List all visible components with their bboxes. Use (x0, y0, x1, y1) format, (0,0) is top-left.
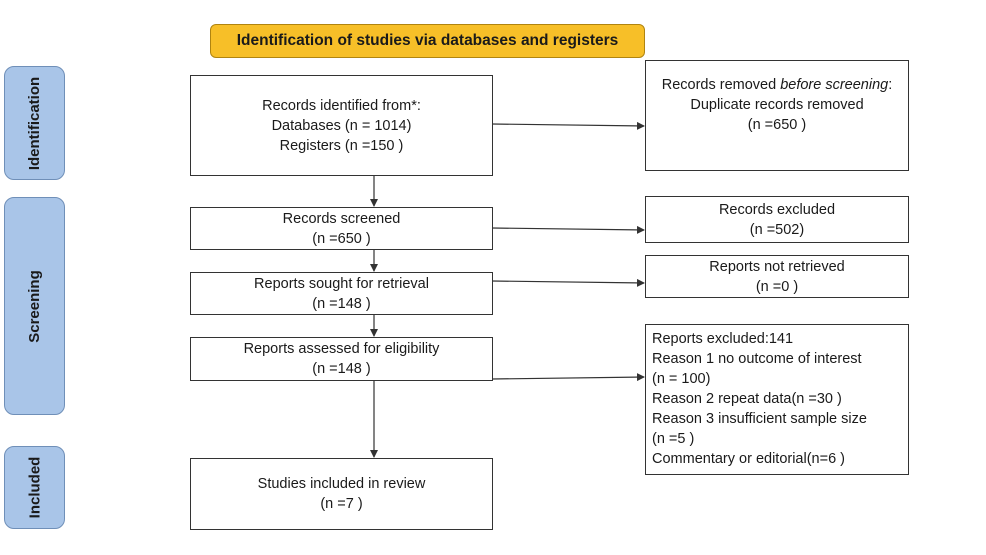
reports-sought-count: (n =148 ) (312, 295, 371, 312)
reports-excluded-line: (n =5 ) (652, 431, 695, 447)
phase-included: Included (4, 446, 65, 529)
records-removed-emph: before screening (780, 77, 889, 93)
records-removed-box: Records removed before screening: Duplic… (645, 60, 909, 171)
reports-excluded-line: Reason 2 repeat data(n =30 ) (652, 391, 842, 407)
reports-assessed-title: Reports assessed for eligibility (243, 341, 440, 357)
arrow-screened-to-excluded (491, 225, 645, 234)
reports-sought-title: Reports sought for retrieval (254, 275, 429, 292)
records-identified-title: Records identified from*: (262, 97, 421, 114)
reports-excluded-line: (n = 100) (652, 371, 711, 387)
flow-header-title: Identification of studies via databases … (236, 32, 619, 49)
reports-excluded-line: Reason 3 insufficient sample size (652, 411, 867, 427)
reports-assessed-box: Reports assessed for eligibility (n =148… (190, 337, 493, 381)
studies-included-count: (n =7 ) (320, 496, 363, 512)
records-removed-prefix: Records removed (661, 77, 781, 93)
phase-screening: Screening (4, 197, 65, 415)
arrow-assessed-to-reports-excluded (491, 373, 645, 382)
records-removed-count: (n =650 ) (747, 117, 807, 133)
records-identified-registers: Registers (n =150 ) (279, 137, 404, 154)
records-removed-duplicates: Duplicate records removed (690, 97, 864, 113)
studies-included-box: Studies included in review (n =7 ) (190, 458, 493, 530)
records-identified-databases: Databases (n = 1014) (271, 117, 412, 134)
reports-not-retrieved-count: (n =0 ) (755, 278, 799, 295)
flow-header: Identification of studies via databases … (210, 24, 645, 58)
reports-assessed-count: (n =148 ) (312, 361, 371, 377)
arrow-identified-to-removed (491, 121, 645, 130)
reports-excluded-line: Reports excluded:141 (652, 331, 794, 347)
studies-included-title: Studies included in review (257, 476, 426, 492)
records-identified-box: Records identified from*: Databases (n =… (190, 75, 493, 176)
records-excluded-count: (n =502) (749, 221, 805, 238)
records-removed-title: Records removed before screening: (662, 75, 893, 95)
records-screened-count: (n =650 ) (312, 230, 371, 247)
records-excluded-box: Records excluded (n =502) (645, 196, 909, 243)
phase-identification: Identification (4, 66, 65, 180)
records-screened-title: Records screened (282, 210, 401, 227)
reports-not-retrieved-title: Reports not retrieved (709, 258, 845, 275)
arrow-sought-to-not-retrieved (491, 278, 645, 287)
reports-excluded-box: Reports excluded:141 Reason 1 no outcome… (645, 324, 909, 475)
records-excluded-title: Records excluded (718, 201, 836, 218)
reports-excluded-line: Commentary or editorial(n=6 ) (652, 451, 846, 467)
records-removed-suffix: : (888, 77, 893, 93)
records-screened-box: Records screened (n =650 ) (190, 207, 493, 250)
reports-not-retrieved-box: Reports not retrieved (n =0 ) (645, 255, 909, 298)
reports-sought-box: Reports sought for retrieval (n =148 ) (190, 272, 493, 315)
reports-excluded-line: Reason 1 no outcome of interest (652, 351, 862, 367)
